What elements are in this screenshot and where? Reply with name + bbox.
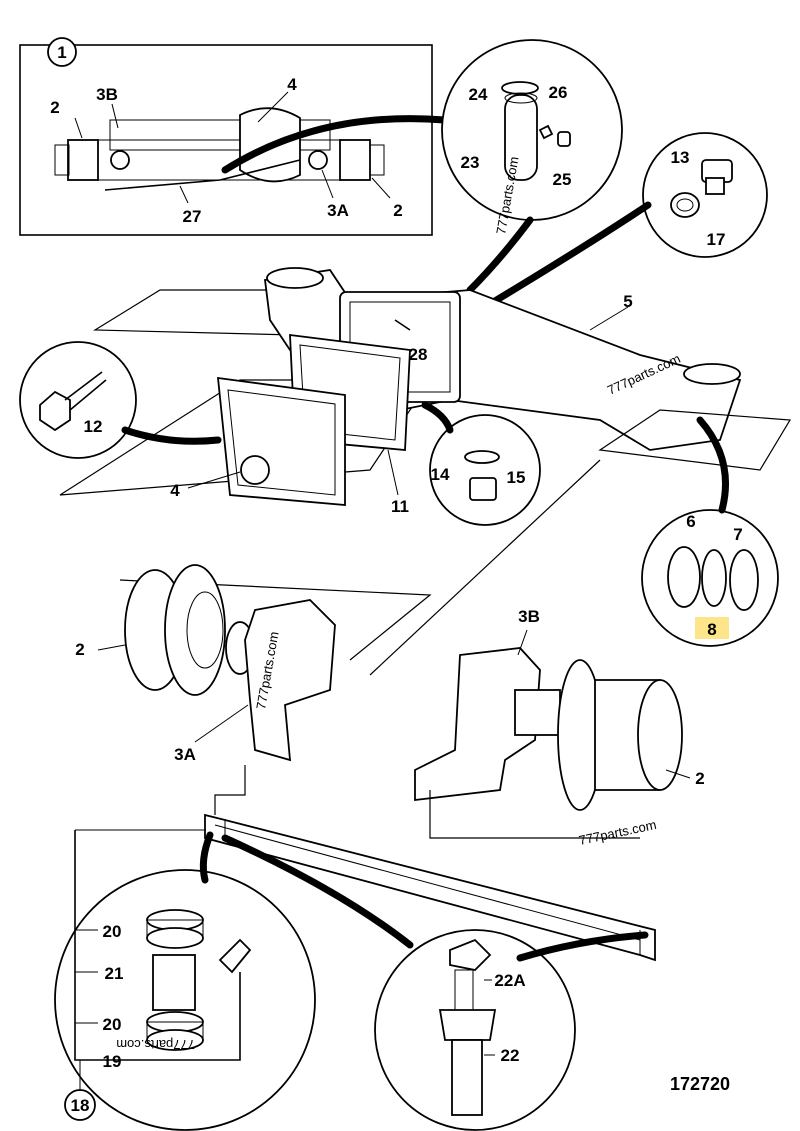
label-20-top: 20	[103, 922, 122, 941]
top-label-2-right: 2	[393, 201, 402, 220]
label-19: 19	[103, 1052, 122, 1071]
label-15: 15	[507, 468, 526, 487]
detail-circle-23-26: 24 26 23 25 777parts.com	[441, 39, 623, 236]
connector-band	[466, 216, 534, 294]
top-label-2-left: 2	[50, 98, 59, 117]
detail-circle-14-15: 14 15	[429, 414, 541, 526]
top-label-4: 4	[287, 75, 297, 94]
label-3b: 3B	[518, 607, 540, 626]
detail-circle-13-17: 13 17	[642, 132, 768, 258]
inset-1-label: 1	[57, 43, 66, 62]
label-26: 26	[549, 83, 568, 102]
label-17: 17	[707, 230, 726, 249]
label-21: 21	[105, 964, 124, 983]
highlight-8	[695, 617, 729, 639]
top-label-3b: 3B	[96, 85, 118, 104]
label-8: 8	[707, 620, 716, 639]
top-label-27: 27	[183, 207, 202, 226]
connector-band	[421, 401, 454, 434]
detail-circle-6-7-8: 6 7 8	[641, 509, 779, 647]
connector-band	[476, 201, 652, 314]
pivot-beam	[204, 813, 656, 962]
label-28: 28	[409, 345, 428, 364]
label-5: 5	[623, 292, 632, 311]
connector-band	[121, 426, 222, 445]
swivel-3b-and-hub-2: 3B 2 777parts.com	[369, 459, 705, 848]
label-11: 11	[391, 497, 409, 516]
drawing-number: 172720	[670, 1074, 730, 1094]
label-13: 13	[671, 148, 690, 167]
label-22a: 22A	[494, 971, 525, 990]
inset-1-axle-overview: 1 2 3B 4 27 3A 2	[19, 37, 433, 236]
watermark-5: 777parts.com	[116, 1037, 195, 1052]
label-12: 12	[84, 417, 103, 436]
label-20-bottom: 20	[103, 1015, 122, 1034]
label-14: 14	[431, 465, 450, 484]
detail-circle-22: 22A 22	[374, 929, 576, 1131]
inset-18-label: 18	[71, 1096, 90, 1115]
watermark-4: 777parts.com	[578, 817, 658, 848]
label-24: 24	[469, 85, 488, 104]
label-23: 23	[461, 153, 480, 172]
label-22: 22	[501, 1046, 520, 1065]
detail-circle-19-21: 20 21 20 19 18 777parts.com	[54, 829, 316, 1131]
connector-band	[221, 834, 414, 949]
connector-band	[199, 831, 214, 884]
detail-circle-12: 12	[19, 341, 137, 459]
label-25: 25	[553, 170, 572, 189]
top-label-3a: 3A	[327, 201, 349, 220]
connector-band	[516, 931, 649, 962]
label-6: 6	[686, 512, 695, 531]
connector-band	[696, 416, 730, 514]
label-3a: 3A	[174, 745, 196, 764]
gasket-11-and-cover-4: 11 4	[170, 333, 411, 516]
label-2-right: 2	[695, 769, 704, 788]
connector-band	[221, 115, 449, 174]
label-7: 7	[733, 525, 742, 544]
label-4: 4	[170, 481, 180, 500]
axle-casing-5: 28 5 777parts.com	[59, 267, 792, 496]
hub-2-and-swivel-3a: 2 3A 777parts.com	[75, 564, 432, 815]
label-2-left: 2	[75, 640, 84, 659]
